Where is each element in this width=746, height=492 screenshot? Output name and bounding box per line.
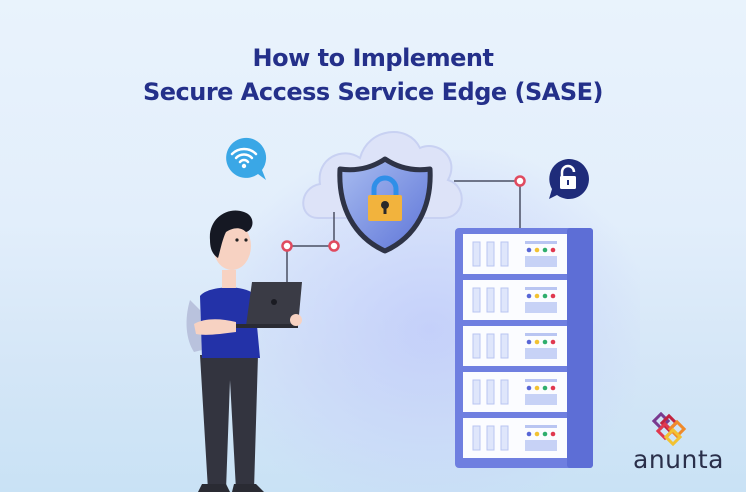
title-line-2: Secure Access Service Edge (SASE): [142, 78, 604, 106]
title-line-1: How to Implement: [252, 44, 494, 72]
server-rack-icon: [455, 228, 593, 468]
brand-logo-text: anunta: [633, 445, 724, 474]
padlock-bubble-icon: [549, 158, 589, 199]
anunta-logo-icon: [651, 412, 687, 446]
shield-lock-icon: [337, 156, 433, 254]
person-with-laptop: [186, 210, 302, 492]
wifi-icon: [226, 137, 267, 180]
server-units: [463, 234, 567, 458]
